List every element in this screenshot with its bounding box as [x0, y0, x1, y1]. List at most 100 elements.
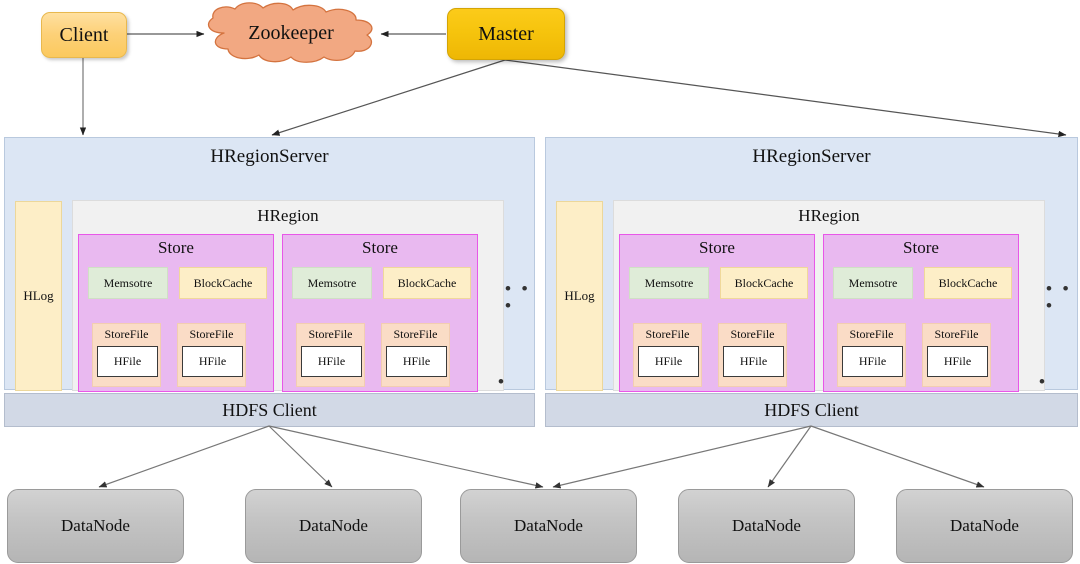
hregion-ellipsis-2: • • • — [1046, 279, 1072, 315]
hfile-2-1-2[interactable]: HFile — [723, 346, 784, 377]
memstore-2-1-label: Memsotre — [644, 275, 694, 290]
storefile-1-1-1[interactable]: StoreFile HFile — [92, 323, 161, 387]
storefile-1-1-2[interactable]: StoreFile HFile — [177, 323, 246, 387]
blockcache-2-2[interactable]: BlockCache — [924, 267, 1012, 299]
master-node[interactable]: Master — [447, 8, 565, 60]
arrow-hdfsclient-1-to-datanode-2 — [268, 425, 333, 488]
hregionserver-2[interactable]: HRegionServer HLog HRegion Store Memsotr… — [545, 137, 1078, 424]
hregion-1-title: HRegion — [257, 206, 319, 225]
datanode-2[interactable]: DataNode — [245, 489, 422, 563]
store-1-1-title: Store — [158, 238, 194, 257]
memstore-1-2[interactable]: Memsotre — [292, 267, 372, 299]
master-label: Master — [478, 22, 534, 45]
arrow-hdfsclient-1-to-datanode-3 — [268, 425, 544, 489]
blockcache-1-2[interactable]: BlockCache — [383, 267, 471, 299]
datanode-2-label: DataNode — [299, 516, 368, 535]
store-2-2[interactable]: Store Memsotre BlockCache StoreFile HFil… — [823, 234, 1019, 392]
hregion-2[interactable]: HRegion Store Memsotre BlockCache StoreF… — [613, 200, 1045, 424]
zookeeper-label-wrap: Zookeeper — [191, 2, 391, 64]
hfile-2-1-1-label: HFile — [654, 354, 683, 368]
hfile-1-1-2[interactable]: HFile — [182, 346, 243, 377]
hfile-1-1-2-label: HFile — [198, 354, 227, 368]
arrow-master-to-regionserver-2 — [504, 59, 1067, 138]
memstore-2-2-label: Memsotre — [848, 275, 898, 290]
datanode-3-label: DataNode — [514, 516, 583, 535]
hdfs-client-1[interactable]: HDFS Client — [4, 393, 535, 427]
storefile-1-2-2[interactable]: StoreFile HFile — [381, 323, 450, 387]
storefile-1-2-1[interactable]: StoreFile HFile — [296, 323, 365, 387]
datanode-4-label: DataNode — [732, 516, 801, 535]
store-1-1[interactable]: Store Memsotre BlockCache StoreFile HFil… — [78, 234, 274, 392]
hfile-2-1-1[interactable]: HFile — [638, 346, 699, 377]
hdfs-client-2-label: HDFS Client — [764, 399, 859, 420]
client-label: Client — [59, 23, 109, 46]
storefile-2-2-1-label: StoreFile — [849, 327, 894, 341]
store-2-1[interactable]: Store Memsotre BlockCache StoreFile HFil… — [619, 234, 815, 392]
hdfs-client-1-label: HDFS Client — [222, 399, 317, 420]
hlog-1[interactable]: HLog — [15, 201, 62, 391]
cloud-icon — [207, 2, 373, 63]
hregion-ellipsis-1: • • • — [505, 279, 531, 315]
hfile-2-2-2[interactable]: HFile — [927, 346, 988, 377]
arrow-hdfsclient-2-to-datanode-3 — [552, 425, 812, 489]
datanode-1[interactable]: DataNode — [7, 489, 184, 563]
hfile-1-2-2-label: HFile — [402, 354, 431, 368]
storefile-1-1-2-label: StoreFile — [189, 327, 234, 341]
arrow-hdfsclient-1-to-datanode-1 — [98, 425, 270, 488]
blockcache-2-1-label: BlockCache — [734, 275, 794, 290]
hdfs-client-2[interactable]: HDFS Client — [545, 393, 1078, 427]
hfile-2-2-1[interactable]: HFile — [842, 346, 903, 377]
hfile-1-1-1-label: HFile — [113, 354, 142, 368]
zookeeper-node[interactable]: Zookeeper — [191, 2, 391, 64]
arrow-hdfsclient-2-to-datanode-4 — [767, 425, 812, 488]
storefile-2-2-2[interactable]: StoreFile HFile — [922, 323, 991, 387]
hfile-2-2-2-label: HFile — [943, 354, 972, 368]
storefile-1-2-1-label: StoreFile — [308, 327, 353, 341]
datanode-3[interactable]: DataNode — [460, 489, 637, 563]
datanode-4[interactable]: DataNode — [678, 489, 855, 563]
hfile-2-1-2-label: HFile — [739, 354, 768, 368]
store-1-2[interactable]: Store Memsotre BlockCache StoreFile HFil… — [282, 234, 478, 392]
storefile-2-1-2-label: StoreFile — [730, 327, 775, 341]
blockcache-1-1-label: BlockCache — [193, 275, 253, 290]
hfile-2-2-1-label: HFile — [858, 354, 887, 368]
storefile-1-1-1-label: StoreFile — [104, 327, 149, 341]
hregion-1[interactable]: HRegion Store Memsotre BlockCache StoreF… — [72, 200, 504, 424]
hlog-2[interactable]: HLog — [556, 201, 603, 391]
datanode-5-label: DataNode — [950, 516, 1019, 535]
hregion-2-title: HRegion — [798, 206, 860, 225]
hregionserver-1-title: HRegionServer — [210, 146, 329, 167]
arrow-hdfsclient-2-to-datanode-5 — [810, 425, 985, 488]
storefile-2-1-2[interactable]: StoreFile HFile — [718, 323, 787, 387]
memstore-1-2-label: Memsotre — [307, 275, 357, 290]
blockcache-1-2-label: BlockCache — [397, 275, 457, 290]
store-2-2-title: Store — [903, 238, 939, 257]
hfile-1-2-1-label: HFile — [317, 354, 346, 368]
storefile-1-2-2-label: StoreFile — [393, 327, 438, 341]
hfile-1-1-1[interactable]: HFile — [97, 346, 158, 377]
memstore-1-1[interactable]: Memsotre — [88, 267, 168, 299]
blockcache-2-1[interactable]: BlockCache — [720, 267, 808, 299]
store-1-2-title: Store — [362, 238, 398, 257]
arrow-master-to-regionserver-1 — [271, 59, 506, 136]
zookeeper-label: Zookeeper — [248, 21, 334, 44]
memstore-1-1-label: Memsotre — [103, 275, 153, 290]
blockcache-1-1[interactable]: BlockCache — [179, 267, 267, 299]
datanode-1-label: DataNode — [61, 516, 130, 535]
hregionserver-2-title: HRegionServer — [752, 146, 871, 167]
blockcache-2-2-label: BlockCache — [938, 275, 998, 290]
store-2-1-title: Store — [699, 238, 735, 257]
hfile-1-2-2[interactable]: HFile — [386, 346, 447, 377]
hlog-2-label: HLog — [564, 288, 595, 303]
hregionserver-1[interactable]: HRegionServer HLog HRegion Store Memsotr… — [4, 137, 535, 424]
storefile-2-2-2-label: StoreFile — [934, 327, 979, 341]
storefile-2-1-1[interactable]: StoreFile HFile — [633, 323, 702, 387]
client-node[interactable]: Client — [41, 12, 127, 58]
storefile-2-1-1-label: StoreFile — [645, 327, 690, 341]
storefile-2-2-1[interactable]: StoreFile HFile — [837, 323, 906, 387]
memstore-2-1[interactable]: Memsotre — [629, 267, 709, 299]
hfile-1-2-1[interactable]: HFile — [301, 346, 362, 377]
hlog-1-label: HLog — [23, 288, 54, 303]
datanode-5[interactable]: DataNode — [896, 489, 1073, 563]
memstore-2-2[interactable]: Memsotre — [833, 267, 913, 299]
